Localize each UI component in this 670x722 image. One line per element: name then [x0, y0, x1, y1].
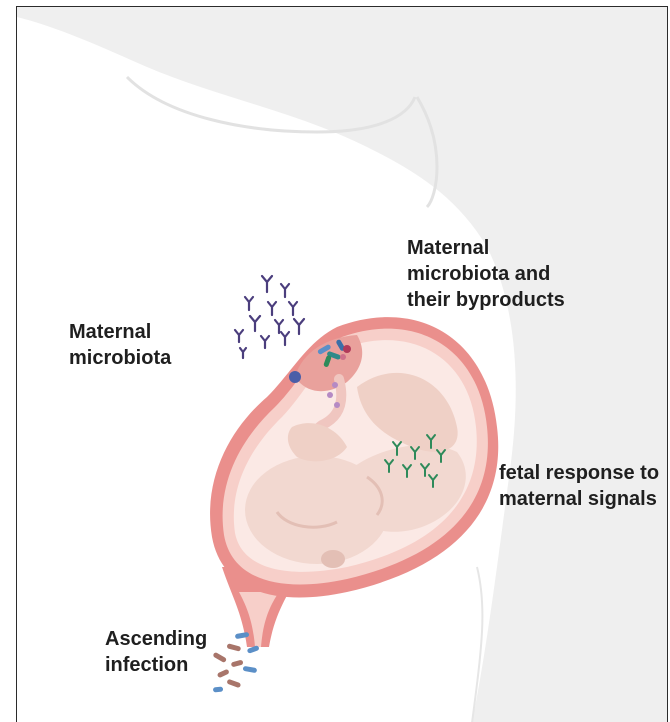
- figure-frame: Maternal microbiota Maternal microbiota …: [16, 6, 668, 722]
- label-fetal-response: fetal response to maternal signals: [499, 460, 659, 512]
- label-ascending-infection: Ascending infection: [105, 626, 207, 678]
- antibodies-maternal: [235, 276, 304, 358]
- label-maternal-microbiota: Maternal microbiota: [69, 319, 171, 371]
- label-maternal-microbiota-byproducts: Maternal microbiota and their byproducts: [407, 235, 565, 313]
